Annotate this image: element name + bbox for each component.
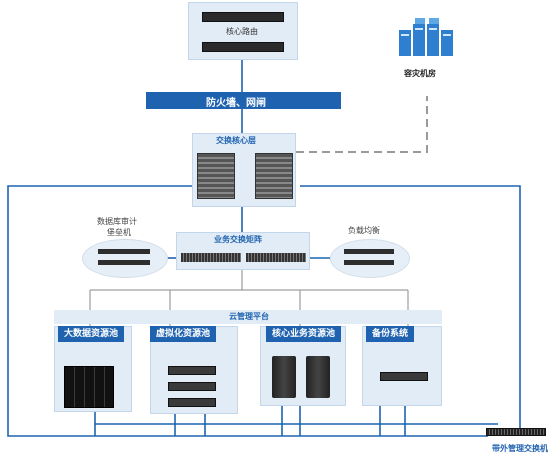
matrix-switch-1 [181,253,241,262]
service-matrix-label: 业务交换矩阵 [214,235,262,244]
backup-server [380,372,428,381]
switch-core-label: 交换核心层 [216,136,256,145]
firewall-banner [146,92,341,109]
db-audit-label: 数据库审计 [97,217,137,226]
service-matrix-panel [176,232,310,270]
cloud-platform-bar [54,310,442,324]
audit-device-1 [98,249,150,254]
load-balance-label: 负载均衡 [348,226,380,235]
router-device-2 [202,42,284,52]
pool-bigdata-header: 大数据资源池 [58,326,125,342]
pool-virtual-header: 虚拟化资源池 [150,326,217,342]
datacenter-icon [399,18,453,56]
balance-device-1 [344,249,394,254]
pool-backup-header: 备份系统 [366,326,415,342]
virtual-server-1 [168,366,216,375]
bastion-label: 堡垒机 [107,228,131,237]
virtual-server-2 [168,382,216,391]
bigdata-rack [64,366,114,408]
firewall-label: 防火墙、网闸 [206,98,266,109]
cloud-platform-label: 云管理平台 [229,312,269,321]
audit-device-2 [98,260,150,265]
core-tower-2 [306,356,330,398]
balance-ellipse [330,239,410,278]
core-tower-1 [272,356,296,398]
core-chassis-1 [197,153,235,199]
balance-device-2 [344,260,394,265]
virtual-server-3 [168,398,216,407]
outer-right-loop [300,185,521,432]
disaster-recovery-label: 容灾机房 [404,69,436,78]
router-device-1 [202,12,284,22]
core-router-label: 核心路由 [226,27,258,36]
connection-lines [7,60,521,437]
matrix-switch-2 [246,253,306,262]
oob-switch-device [486,428,546,436]
outer-left-loop [7,185,192,437]
audit-ellipse [82,239,168,278]
core-chassis-2 [255,153,293,199]
pool-core-header: 核心业务资源池 [266,326,342,342]
oob-switch-label: 带外管理交换机 [492,444,548,453]
dr-dashed-link [296,96,428,153]
